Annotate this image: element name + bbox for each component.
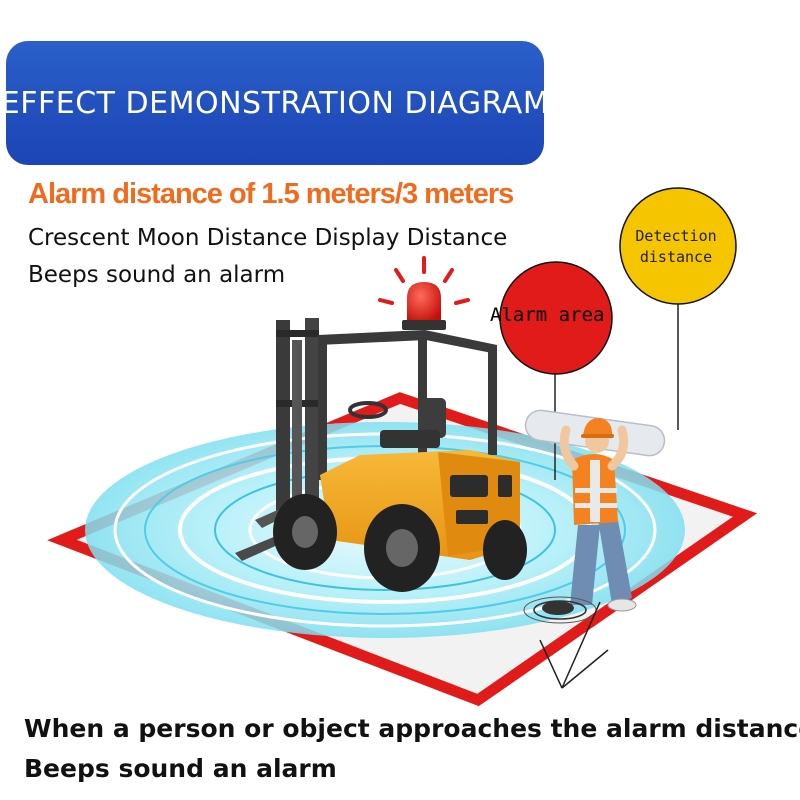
detection-label-line-2: distance [639, 248, 713, 266]
alarm-area-label: Alarm area [490, 304, 605, 326]
alarm-distance-heading: Alarm distance of 1.5 meters/3 meters [28, 178, 514, 210]
footer-line-2: Beeps sound an alarm [24, 754, 337, 783]
subtitle-line-1: Crescent Moon Distance Display Distance [28, 225, 508, 251]
detection-label-line-1: Detection [635, 227, 717, 245]
pointer-lines [539, 601, 609, 689]
banner-title: EFFECT DEMONSTRATION DIAGRAM [0, 85, 550, 121]
footer-line-1: When a person or object approaches the a… [24, 714, 800, 743]
worker-icon [523, 409, 666, 624]
alarm-area-circle [499, 261, 613, 375]
detection-distance-circle [619, 187, 737, 305]
forklift-icon [235, 318, 527, 592]
title-banner: EFFECT DEMONSTRATION DIAGRAM [1, 41, 549, 165]
warning-beacon-icon [378, 256, 470, 330]
detection-distance-label: Detection distance [628, 226, 724, 268]
subtitle-line-2: Beeps sound an alarm [28, 262, 286, 288]
